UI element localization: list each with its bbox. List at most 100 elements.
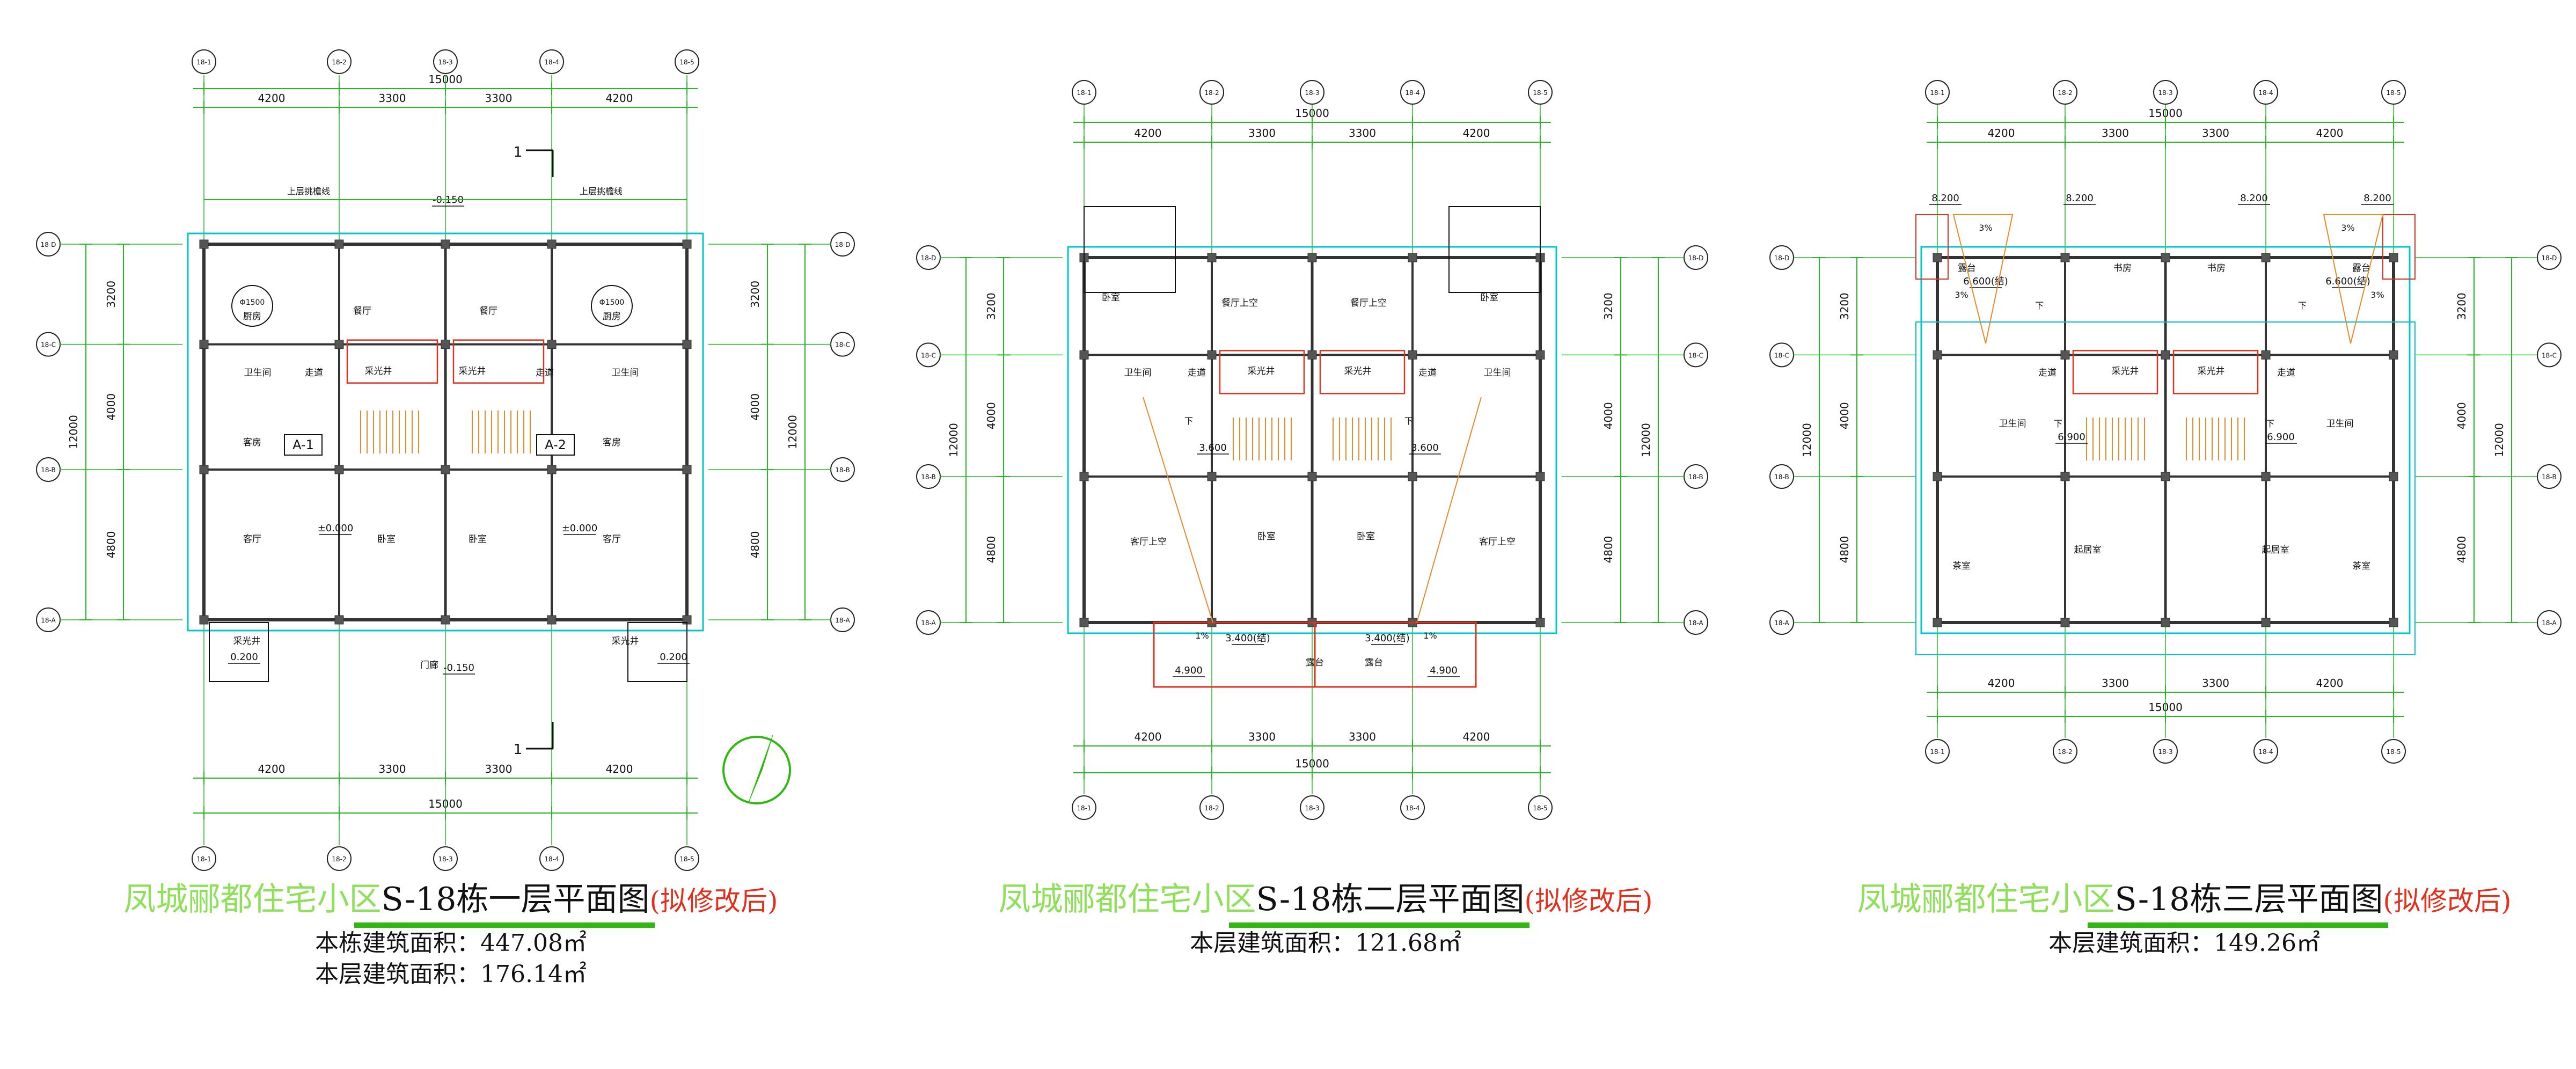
porch-step — [627, 622, 687, 682]
level-mark: 6.900 — [2267, 431, 2295, 443]
room-label: 餐厅上空 — [1221, 298, 1258, 309]
slope-mark: 3% — [1979, 223, 1992, 233]
dimension-text: 4000 — [1838, 402, 1851, 429]
axis-label: 18-1 — [1930, 748, 1944, 756]
column — [2261, 472, 2271, 481]
slope-mark: 3% — [2370, 290, 2384, 300]
axis-label: 18-2 — [332, 58, 346, 66]
room-label: 卧室 — [1480, 292, 1498, 303]
axis-tag — [284, 434, 323, 456]
level-mark: 6.900 — [2058, 431, 2085, 443]
room-label: 采光井 — [365, 366, 392, 377]
dimension-text: 12000 — [2493, 423, 2506, 457]
column — [2261, 618, 2271, 627]
axis-bubble — [1528, 795, 1553, 820]
axis-bubble — [2253, 80, 2278, 105]
column — [1207, 253, 1217, 262]
room-label: 露台 — [1365, 657, 1383, 668]
floor1-building-area: 本栋建筑面积：447.08㎡ — [315, 929, 587, 957]
dimension-text: 4200 — [606, 763, 633, 775]
light-well — [1219, 350, 1305, 394]
slope-mark: 下 — [2054, 419, 2062, 429]
table-size-label: Φ1500 — [599, 298, 625, 307]
dimension-text: 4000 — [749, 393, 762, 421]
building-outline — [1920, 246, 2411, 634]
axis-bubble — [327, 49, 352, 74]
room-label: 采光井 — [2198, 366, 2225, 377]
terrace-slope — [2323, 214, 2384, 344]
axis-bubble — [1400, 80, 1425, 105]
room-label: 卧室 — [1257, 531, 1276, 542]
room-label: 厨房 — [603, 311, 621, 322]
room-label: 采光井 — [1248, 366, 1275, 377]
room-label: 卧室 — [1102, 292, 1120, 303]
slope-mark: 下 — [2266, 419, 2274, 429]
axis-label: 18-2 — [1204, 89, 1219, 97]
title-underline — [2088, 922, 2388, 928]
column — [2161, 350, 2170, 360]
north-arrow-circle — [722, 736, 791, 804]
dimension-text: 4200 — [1135, 127, 1162, 140]
axis-bubble — [1400, 795, 1425, 820]
room-label: 餐厅上空 — [1350, 298, 1387, 309]
slope-mark: 1% — [1423, 631, 1437, 641]
axis-label: 18-C — [1774, 352, 1789, 359]
level-mark: 0.200 — [660, 651, 687, 663]
room-label: 餐厅 — [479, 306, 497, 317]
column — [1933, 618, 1942, 627]
dimension-text: 4000 — [2455, 402, 2468, 429]
level-mark: 3.400(结) — [1225, 633, 1270, 644]
level-mark: 6.600(结) — [1963, 276, 2008, 287]
slope-mark: 下 — [2035, 301, 2044, 311]
axis-bubble — [192, 49, 216, 74]
column — [2060, 253, 2070, 262]
dimension-text: 4800 — [985, 536, 998, 563]
eave-label: 上层挑檐线 — [287, 186, 330, 196]
axis-bubble — [1300, 80, 1324, 105]
room-label: 走道 — [2277, 368, 2295, 378]
void-edge — [1143, 397, 1213, 623]
column — [441, 239, 450, 249]
axis-label: 18-3 — [2158, 748, 2172, 756]
column — [334, 239, 344, 249]
axis-label: 18-1 — [1930, 89, 1944, 97]
axis-label: 18-D — [1688, 254, 1704, 262]
dimension-text: 3300 — [2102, 127, 2129, 140]
axis-label: 18-4 — [2258, 89, 2273, 97]
axis-label: 18-4 — [544, 855, 559, 863]
column — [334, 340, 344, 349]
column — [1408, 350, 1417, 360]
room-label: 厨房 — [243, 311, 261, 322]
dimension-text: 3300 — [1248, 127, 1276, 140]
dimension-text: 3300 — [2102, 677, 2129, 690]
room-label: 餐厅 — [353, 306, 371, 317]
column — [199, 465, 209, 474]
column — [1307, 253, 1317, 262]
room-label: 客房 — [603, 437, 621, 448]
dimension-text: 4200 — [2316, 677, 2344, 690]
dimension-text: 4200 — [1988, 677, 2015, 690]
column — [2261, 253, 2271, 262]
room-label: 客厅 — [603, 534, 621, 545]
level-mark: 8.200 — [2066, 193, 2094, 204]
axis-label: 18-B — [1774, 473, 1789, 481]
light-well — [1319, 350, 1406, 394]
axis-label: 18-B — [1688, 473, 1703, 481]
axis-bubble — [2381, 80, 2406, 105]
axis-bubble — [327, 846, 352, 871]
axis-label: 18-B — [921, 473, 935, 481]
column — [334, 465, 344, 474]
dimension-text: 12000 — [1640, 423, 1652, 457]
axis-label: 18-C — [835, 341, 850, 349]
axis-bubble — [192, 846, 216, 871]
axis-label: 18-4 — [1405, 804, 1419, 812]
column — [682, 239, 692, 249]
dimension-text: 12000 — [1801, 423, 1813, 457]
dimension-text: 4200 — [606, 92, 633, 105]
column — [1207, 472, 1217, 481]
room-label: 起居室 — [2262, 545, 2289, 555]
room-label: 客厅上空 — [1479, 537, 1516, 547]
room-label: 卫生间 — [612, 368, 639, 378]
